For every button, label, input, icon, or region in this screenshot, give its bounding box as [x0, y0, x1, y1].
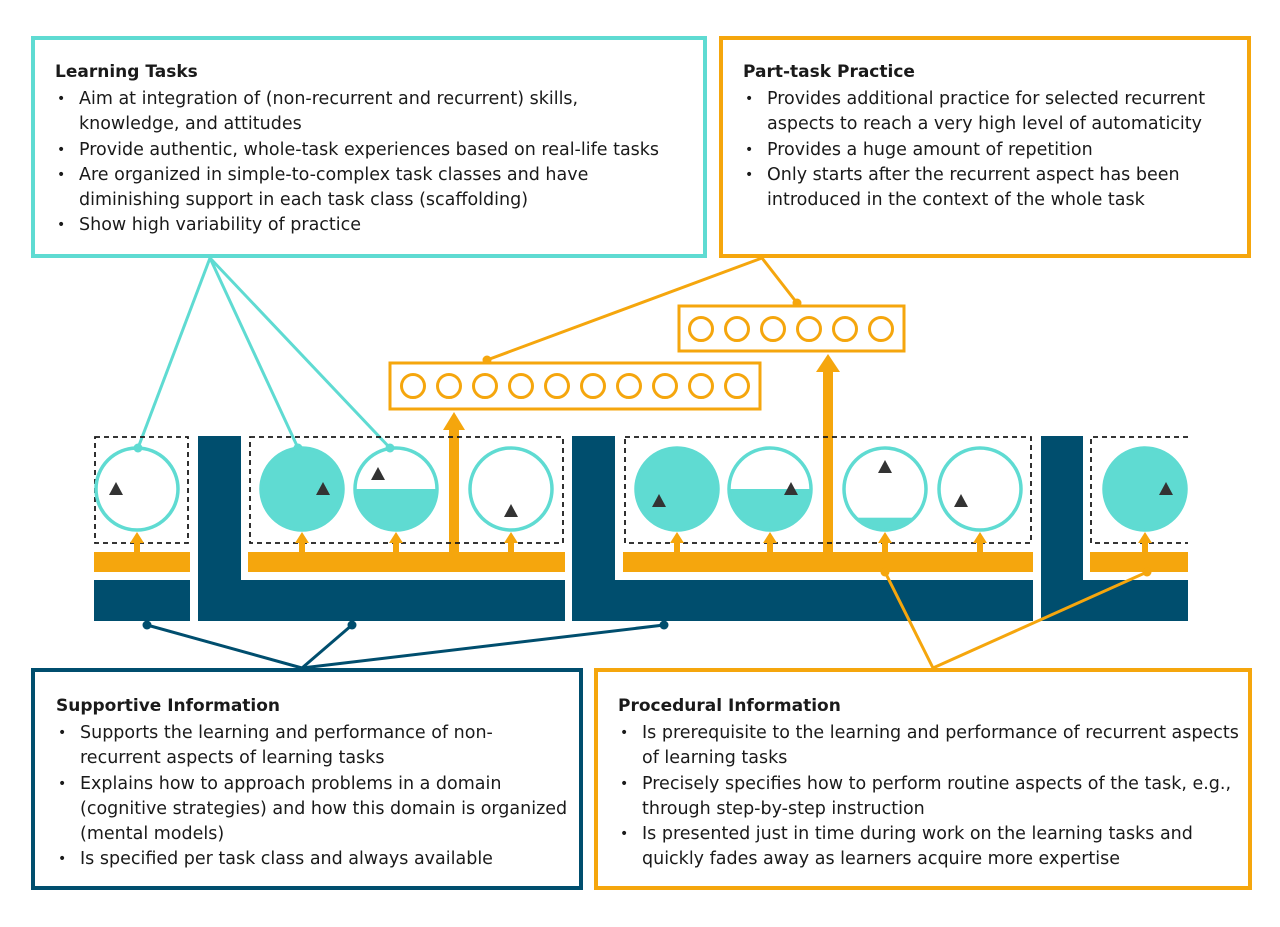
learning-tasks-title: Learning Tasks	[55, 62, 198, 82]
practice-item	[832, 316, 858, 342]
supportive-information-title: Supportive Information	[56, 696, 281, 716]
procedural-information-title: Procedural Information	[618, 696, 841, 716]
procedural-arrow	[130, 532, 144, 554]
learning-task-circle	[259, 446, 345, 532]
practice-item	[544, 373, 570, 399]
task-outline	[937, 446, 1023, 532]
part-task-row-1-items	[400, 373, 750, 399]
practice-item	[580, 373, 606, 399]
practice-item	[508, 373, 534, 399]
triangle-icon	[652, 494, 666, 507]
part-task-arrow-2	[816, 354, 840, 552]
practice-item	[436, 373, 462, 399]
supportive-connector-dots	[142, 620, 669, 630]
procedural-connectors	[883, 570, 1148, 670]
supportive-information-list: Supports the learning and performance of…	[56, 721, 579, 873]
part-task-practice-item: Provides a huge amount of repetition	[743, 138, 1247, 164]
part-task-row-2-items	[688, 316, 894, 342]
procedural-connector-dots	[880, 567, 1152, 577]
practice-item	[796, 316, 822, 342]
part-task-practice-box: Part-task Practice Provides additional p…	[719, 36, 1251, 258]
triangle-icon	[784, 482, 798, 495]
triangle-icon	[504, 504, 518, 517]
practice-item	[400, 373, 426, 399]
practice-item	[688, 373, 714, 399]
learning-task-circle	[634, 446, 720, 532]
procedural-information-list: Is prerequisite to the learning and perf…	[618, 721, 1248, 873]
triangle-icon	[371, 467, 385, 480]
part-task-connectors	[486, 256, 799, 362]
procedural-arrow	[973, 532, 987, 554]
task-outline	[259, 446, 345, 532]
support-fill	[729, 489, 811, 530]
learning-tasks-connectors	[136, 256, 392, 450]
learning-task-circle	[94, 446, 180, 532]
task-outline	[353, 446, 439, 532]
practice-item	[724, 316, 750, 342]
learning-tasks-item: Aim at integration of (non-recurrent and…	[55, 87, 639, 138]
task-outline	[94, 446, 180, 532]
learning-tasks-item: Are organized in simple-to-complex task …	[55, 163, 659, 214]
practice-item	[724, 373, 750, 399]
part-task-row-2	[677, 304, 906, 353]
procedural-arrow	[763, 532, 777, 554]
procedural-arrows	[130, 532, 1152, 554]
triangle-icon	[954, 494, 968, 507]
support-fill	[1104, 448, 1186, 530]
procedural-arrow	[504, 532, 518, 554]
task-outline	[468, 446, 554, 532]
learning-tasks-connector-dots	[133, 443, 395, 453]
procedural-information-item: Precisely specifies how to perform routi…	[618, 772, 1252, 823]
practice-item	[652, 373, 678, 399]
supportive-information-item: Is specified per task class and always a…	[56, 847, 579, 873]
practice-item	[868, 316, 894, 342]
learning-task-circle	[937, 446, 1023, 532]
procedural-information-box: Procedural Information Is prerequisite t…	[594, 668, 1252, 890]
practice-item	[616, 373, 642, 399]
part-task-arrow-1	[443, 412, 465, 552]
support-fill	[636, 448, 718, 530]
supportive-information-blocks	[94, 436, 1188, 621]
supportive-information-box: Supportive Information Supports the lear…	[31, 668, 583, 890]
practice-item	[688, 316, 714, 342]
learning-task-circles	[94, 446, 1188, 532]
learning-task-circle	[468, 446, 554, 532]
triangle-icon	[109, 482, 123, 495]
learning-task-circle	[727, 446, 813, 532]
part-task-practice-item: Only starts after the recurrent aspect h…	[743, 163, 1227, 214]
practice-item	[472, 373, 498, 399]
learning-tasks-item: Show high variability of practice	[55, 213, 703, 239]
part-task-practice-item: Provides additional practice for selecte…	[743, 87, 1237, 138]
support-fill	[355, 489, 437, 530]
learning-tasks-list: Aim at integration of (non-recurrent and…	[55, 87, 703, 239]
support-fill	[261, 448, 343, 530]
procedural-arrow	[1138, 532, 1152, 554]
learning-task-circle	[353, 446, 439, 532]
learning-task-circle	[1102, 446, 1188, 532]
practice-item	[760, 316, 786, 342]
task-outline	[842, 446, 928, 532]
supportive-connectors	[146, 623, 665, 670]
task-outline	[1102, 446, 1188, 532]
triangle-icon	[316, 482, 330, 495]
procedural-information-item: Is presented just in time during work on…	[618, 822, 1242, 873]
procedural-information-item: Is prerequisite to the learning and perf…	[618, 721, 1242, 772]
procedural-arrow	[670, 532, 684, 554]
procedural-information-bars	[94, 552, 1188, 572]
part-task-practice-title: Part-task Practice	[743, 62, 915, 82]
learning-task-circle	[842, 446, 928, 532]
task-outline	[634, 446, 720, 532]
learning-tasks-box: Learning Tasks Aim at integration of (no…	[31, 36, 707, 258]
learning-tasks-item: Provide authentic, whole-task experience…	[55, 138, 719, 164]
supportive-information-item: Supports the learning and performance of…	[56, 721, 560, 772]
supportive-information-item: Explains how to approach problems in a d…	[56, 772, 570, 848]
procedural-arrow	[295, 532, 309, 554]
procedural-arrow	[878, 532, 892, 554]
part-task-practice-list: Provides additional practice for selecte…	[743, 87, 1247, 213]
triangle-icon	[1159, 482, 1173, 495]
procedural-arrow	[389, 532, 403, 554]
triangle-icon	[878, 460, 892, 473]
task-outline	[727, 446, 813, 532]
